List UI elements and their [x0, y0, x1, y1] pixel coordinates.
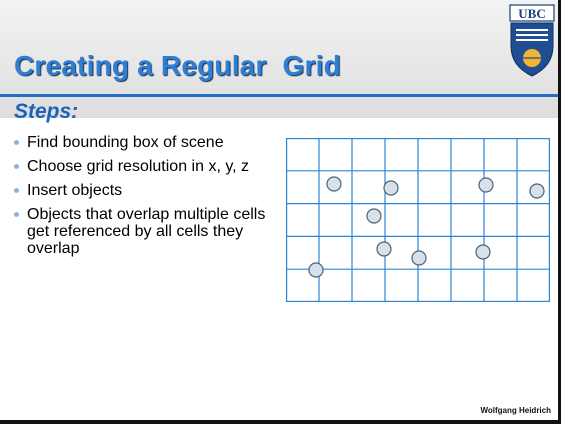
bullet-dot: [14, 188, 19, 193]
slide-title: Creating a Regular Grid: [14, 50, 341, 81]
steps-list: Find bounding box of scene Choose grid r…: [14, 134, 284, 264]
object-circle: [326, 176, 342, 192]
author-footer: Wolfgang Heidrich: [480, 406, 551, 415]
object-circle: [478, 177, 494, 193]
bullet-text: Objects that overlap multiple cells get …: [27, 206, 266, 257]
bullet-text: Choose grid resolution in x, y, z: [27, 158, 250, 175]
grid-lines: [286, 138, 550, 302]
slide-right-edge: [558, 0, 561, 424]
title-rule: [0, 94, 558, 97]
logo-text: UBC: [518, 6, 545, 21]
steps-heading: Steps:: [14, 100, 79, 123]
object-circle: [475, 244, 491, 260]
regular-grid-diagram: [286, 138, 550, 302]
bullet-item: Choose grid resolution in x, y, z: [14, 158, 284, 175]
scene-objects: [308, 176, 545, 278]
bullet-text: Insert objects: [27, 182, 123, 199]
bullet-text: Find bounding box of scene: [27, 134, 224, 151]
object-circle: [376, 241, 392, 257]
bullet-dot: [14, 212, 19, 217]
object-circle: [411, 250, 427, 266]
bullet-dot: [14, 140, 19, 145]
bullet-item: Find bounding box of scene: [14, 134, 284, 151]
object-circle: [366, 208, 382, 224]
object-circle: [383, 180, 399, 196]
object-circle: [529, 183, 545, 199]
bullet-dot: [14, 164, 19, 169]
slide-bottom-edge: [0, 420, 561, 424]
ubc-logo: UBC: [509, 4, 555, 77]
object-circle: [308, 262, 324, 278]
bullet-item: Objects that overlap multiple cells get …: [14, 206, 284, 257]
bullet-item: Insert objects: [14, 182, 284, 199]
title-band: [0, 0, 561, 118]
